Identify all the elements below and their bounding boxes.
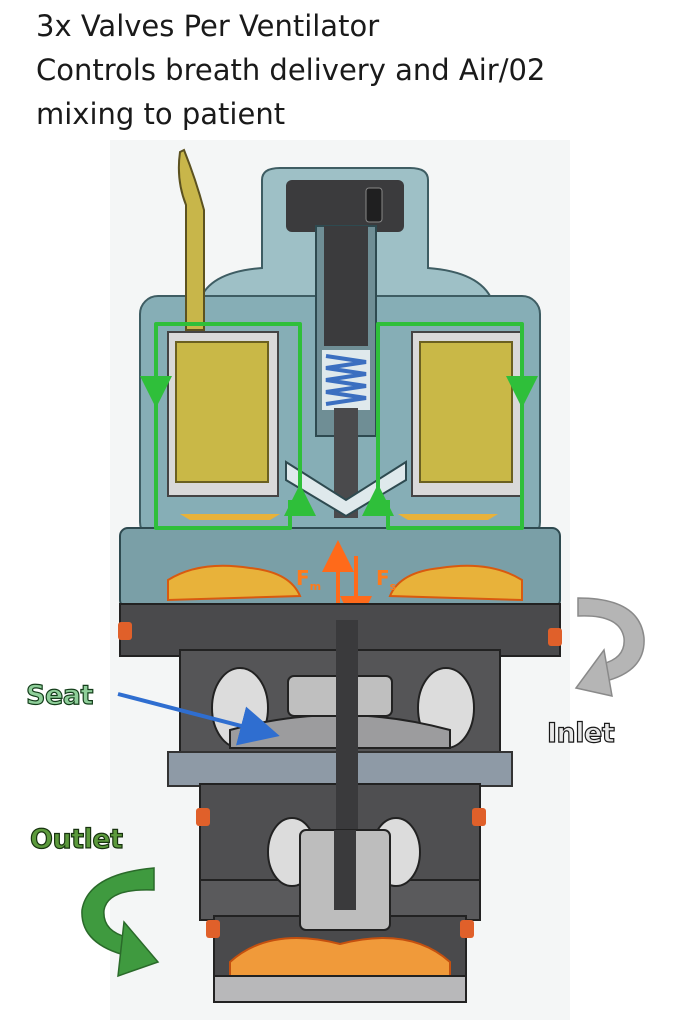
caption-line-3: mixing to patient <box>36 97 286 131</box>
caption-line-1: 3x Valves Per Ventilator <box>36 9 380 43</box>
outlet-arrow <box>81 867 160 978</box>
flux-loop-right <box>362 322 538 530</box>
inlet-label: Inlet <box>546 717 615 749</box>
valve-body <box>118 603 562 1003</box>
caption-line-2: Controls breath delivery and Air/02 <box>36 53 546 87</box>
inlet-arrow <box>574 597 645 697</box>
spring <box>322 350 370 410</box>
seat-label: Seat <box>25 679 94 711</box>
seat-pointer-arrow <box>117 692 280 746</box>
force-arrows <box>322 540 372 628</box>
flux-loop-left <box>140 322 316 530</box>
force-label-left: Fm <box>296 566 322 593</box>
pilot-diaphragm <box>167 514 523 602</box>
lead-wire <box>177 148 205 331</box>
coil-right <box>411 331 523 497</box>
outlet-label: Outlet <box>29 823 123 855</box>
caption: 3x Valves Per Ventilator Controls breath… <box>36 4 545 136</box>
coil-left <box>167 331 279 497</box>
force-label-right: Fs <box>376 566 397 593</box>
